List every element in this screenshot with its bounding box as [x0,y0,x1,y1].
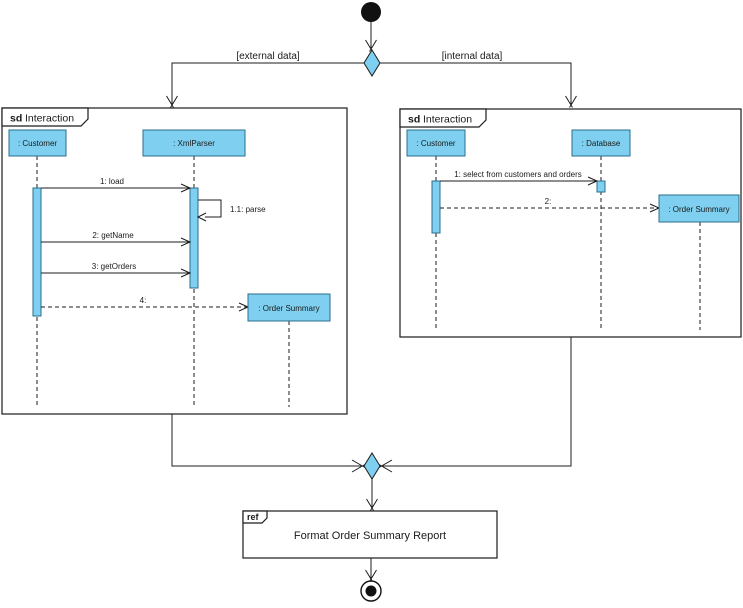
sd1-order-summary-box[interactable] [247,293,331,322]
sd1-message-getname-arrowhead [180,237,192,247]
arrowhead-into-sd2 [565,95,577,108]
sd2-database-label: : Database [582,139,621,148]
sd1-frame[interactable] [1,107,348,415]
edge-sd2-to-merge[interactable] [383,337,572,467]
sd2-database-activation[interactable] [596,180,606,193]
sd1-tab-keyword: sd [10,113,22,125]
arrowhead-merge-right [378,459,393,473]
final-node-inner-dot [365,585,377,597]
ref-title: Format Order Summary Report [294,530,446,542]
sd1-xmlparser-box[interactable] [142,129,246,157]
sd1-tab-name: Interaction [25,113,74,125]
sd1-message-parse-line[interactable] [198,199,222,218]
sd1-customer-label: : Customer [18,139,57,148]
sd2-order-summary-box[interactable] [658,194,740,223]
sd1-message-parse-label: 1.1: parse [230,205,266,214]
sd2-frame-tab [399,108,487,128]
sd1-message-getorders-label: 3: getOrders [92,262,136,271]
sd1-customer-box[interactable] [8,129,67,157]
sd2-tab-keyword: sd [408,114,420,126]
sd1-message-return-label: 4: [140,296,147,305]
guard-label-internal-data: [internal data] [442,51,503,62]
sd2-message-select-label: 1: select from customers and orders [454,170,582,179]
arrowhead-into-ref [366,498,378,511]
arrowhead-into-decision [365,39,377,52]
ref-frame[interactable] [242,510,498,559]
sd2-message-return-label: 2: [545,197,552,206]
arrowhead-into-final [365,569,377,582]
sd1-message-getorders-arrowhead [180,268,192,278]
sd1-frame-tab [1,107,89,127]
edge-sd1-to-merge[interactable] [171,414,361,467]
ref-frame-tab [242,510,268,524]
sd2-customer-label: : Customer [416,139,455,148]
arrowhead-into-sd1 [166,95,178,108]
sd1-message-parse-arrowhead [196,212,207,222]
merge-diamond[interactable] [363,452,381,480]
ref-tab-keyword: ref [247,512,260,522]
sd1-customer-activation[interactable] [32,187,42,317]
sd1-message-load-label: 1: load [100,177,124,186]
guard-label-external-data: [external data] [236,51,300,62]
sd2-tab-name: Interaction [423,114,472,126]
sd2-customer-activation[interactable] [431,180,441,234]
arrowhead-merge-left [351,459,366,473]
edge-decision-to-sd1[interactable] [171,62,364,105]
decision-diamond[interactable] [363,49,381,77]
sd2-database-box[interactable] [571,129,631,157]
sd2-message-select-arrowhead [587,176,599,186]
sd1-xmlparser-activation[interactable] [189,187,199,289]
sd2-order-summary-label: : Order Summary [668,205,729,214]
sd2-customer-box[interactable] [406,129,466,157]
sd1-xmlparser-label: : XmlParser [173,139,215,148]
sd1-order-summary-label: : Order Summary [258,304,319,313]
sd1-message-load-arrowhead [180,183,192,193]
initial-node[interactable] [361,2,381,22]
edge-decision-to-sd2[interactable] [380,62,572,105]
sd1-message-getname-label: 2: getName [92,231,134,240]
